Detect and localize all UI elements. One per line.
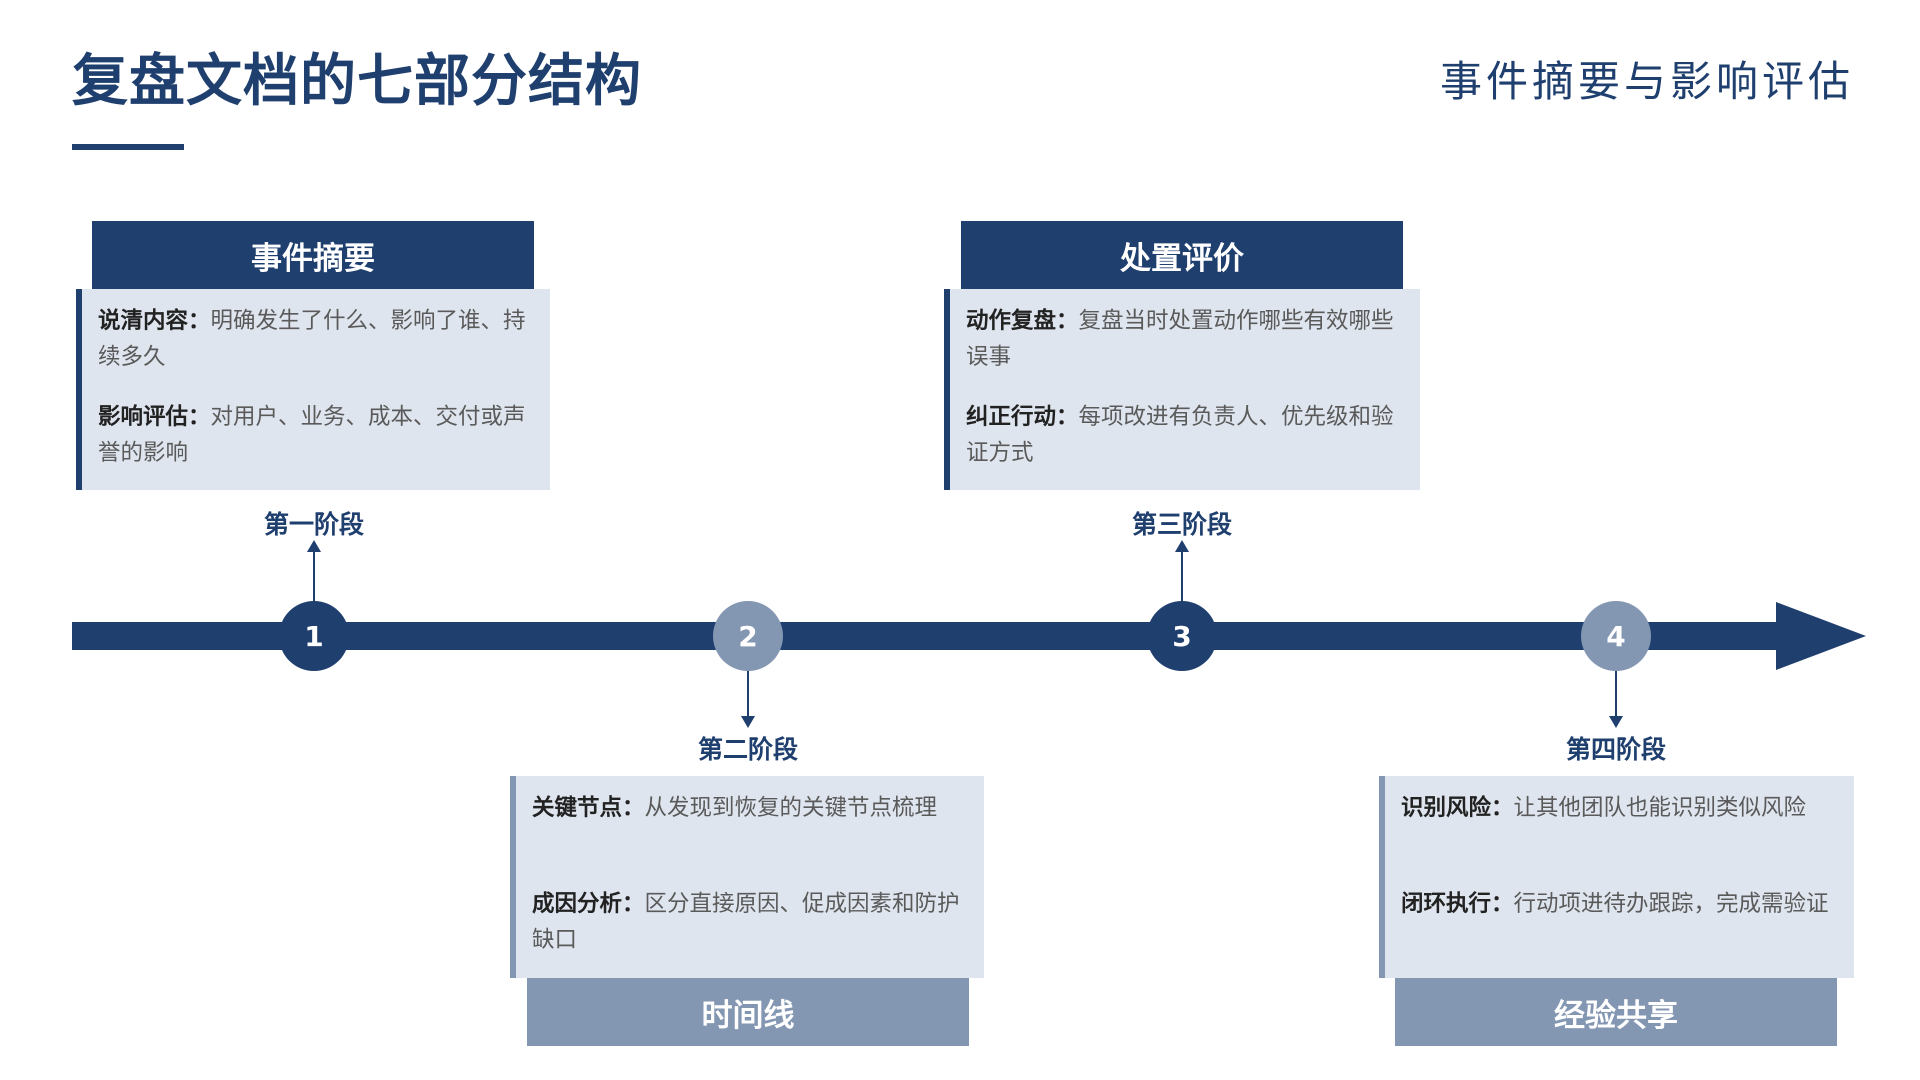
item-text: 区分直接原因、促成因素和防护缺口 — [532, 891, 960, 953]
node-number-3: 3 — [1172, 619, 1192, 653]
content-box-1: 说清内容：明确发生了什么、影响了谁、持续多久 影响评估：对用户、业务、成本、交付… — [76, 289, 550, 490]
page-subtitle: 事件摘要与影响评估 — [1439, 57, 1854, 106]
phase-header-4: 经验共享 — [1395, 978, 1837, 1046]
node-number-2: 2 — [738, 619, 758, 653]
item-key: 闭环执行： — [1401, 891, 1514, 917]
page-title: 复盘文档的七部分结构 — [72, 49, 642, 114]
item-key: 动作复盘： — [966, 308, 1079, 334]
phase-header-3: 处置评价 — [961, 221, 1403, 289]
item-text: 从发现到恢复的关键节点梳理 — [644, 795, 938, 821]
content-item: 闭环执行：行动项进待办跟踪，完成需验证 — [1401, 886, 1838, 922]
item-key: 说清内容： — [98, 308, 211, 334]
content-item: 关键节点：从发现到恢复的关键节点梳理 — [532, 790, 968, 826]
connector-arrow-stage-3 — [1175, 540, 1189, 552]
stage-label-3: 第三阶段 — [1131, 510, 1232, 539]
node-circle-4 — [1581, 601, 1651, 671]
item-key: 纠正行动： — [966, 404, 1079, 430]
content-item: 成因分析：区分直接原因、促成因素和防护缺口 — [532, 886, 968, 958]
node-circle-3 — [1147, 601, 1217, 671]
item-text: 每项改进有负责人、优先级和验证方式 — [966, 404, 1394, 466]
node-number-1: 1 — [304, 619, 324, 653]
item-key: 成因分析： — [532, 891, 645, 917]
item-text: 对用户、业务、成本、交付或声誉的影响 — [98, 404, 526, 466]
content-item: 影响评估：对用户、业务、成本、交付或声誉的影响 — [98, 399, 534, 471]
phase-header-1: 事件摘要 — [92, 221, 534, 289]
title-underline — [72, 144, 184, 150]
content-box-3: 动作复盘：复盘当时处置动作哪些有效哪些误事 纠正行动：每项改进有负责人、优先级和… — [944, 289, 1420, 490]
item-key: 关键节点： — [532, 795, 645, 821]
item-text: 复盘当时处置动作哪些有效哪些误事 — [966, 308, 1394, 370]
node-circle-2 — [713, 601, 783, 671]
item-text: 让其他团队也能识别类似风险 — [1513, 795, 1807, 821]
timeline-arrowhead — [1776, 602, 1866, 670]
connector-arrow-stage-2 — [741, 716, 755, 728]
stage-label-4: 第四阶段 — [1565, 735, 1666, 764]
content-item: 说清内容：明确发生了什么、影响了谁、持续多久 — [98, 303, 534, 375]
stage-label-1: 第一阶段 — [263, 510, 364, 539]
node-number-4: 4 — [1606, 619, 1626, 653]
connector-arrow-stage-4 — [1609, 716, 1623, 728]
phase-header-2: 时间线 — [527, 978, 969, 1046]
timeline-bar — [72, 622, 1784, 650]
item-key: 影响评估： — [98, 404, 211, 430]
item-text: 行动项进待办跟踪，完成需验证 — [1513, 891, 1829, 917]
stage-label-2: 第二阶段 — [697, 735, 798, 764]
content-item: 纠正行动：每项改进有负责人、优先级和验证方式 — [966, 399, 1404, 471]
connector-arrow-stage-1 — [307, 540, 321, 552]
item-text: 明确发生了什么、影响了谁、持续多久 — [98, 308, 526, 370]
content-item: 动作复盘：复盘当时处置动作哪些有效哪些误事 — [966, 303, 1404, 375]
content-box-2: 关键节点：从发现到恢复的关键节点梳理 成因分析：区分直接原因、促成因素和防护缺口 — [510, 776, 984, 978]
node-circle-1 — [279, 601, 349, 671]
item-key: 识别风险： — [1401, 795, 1514, 821]
content-item: 识别风险：让其他团队也能识别类似风险 — [1401, 790, 1838, 826]
content-box-4: 识别风险：让其他团队也能识别类似风险 闭环执行：行动项进待办跟踪，完成需验证 — [1379, 776, 1854, 978]
